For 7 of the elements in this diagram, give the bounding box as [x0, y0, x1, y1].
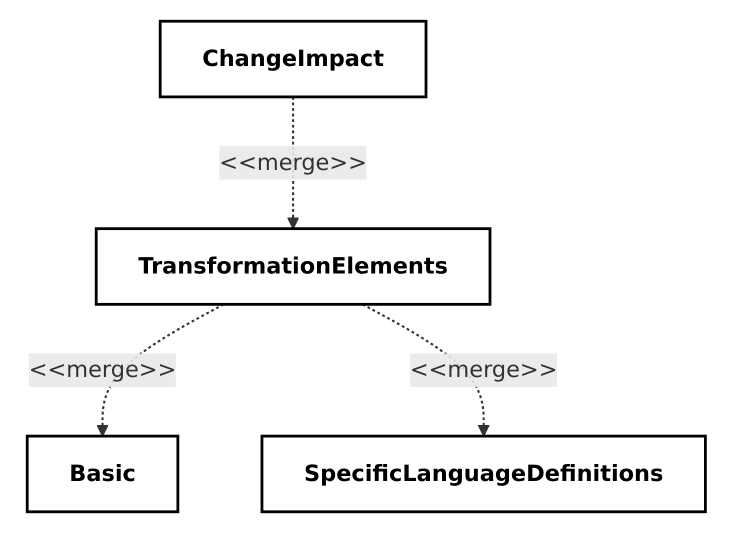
node-box: ChangeImpact: [158, 20, 428, 98]
node-box: SpecificLanguageDefinitions: [260, 434, 706, 514]
node-box: Basic: [26, 434, 179, 514]
edge-label: <<merge>>: [218, 148, 367, 176]
node-box: TransformationElements: [94, 227, 492, 306]
edge-label: <<merge>>: [28, 356, 176, 383]
edge-label: <<merge>>: [410, 356, 558, 383]
